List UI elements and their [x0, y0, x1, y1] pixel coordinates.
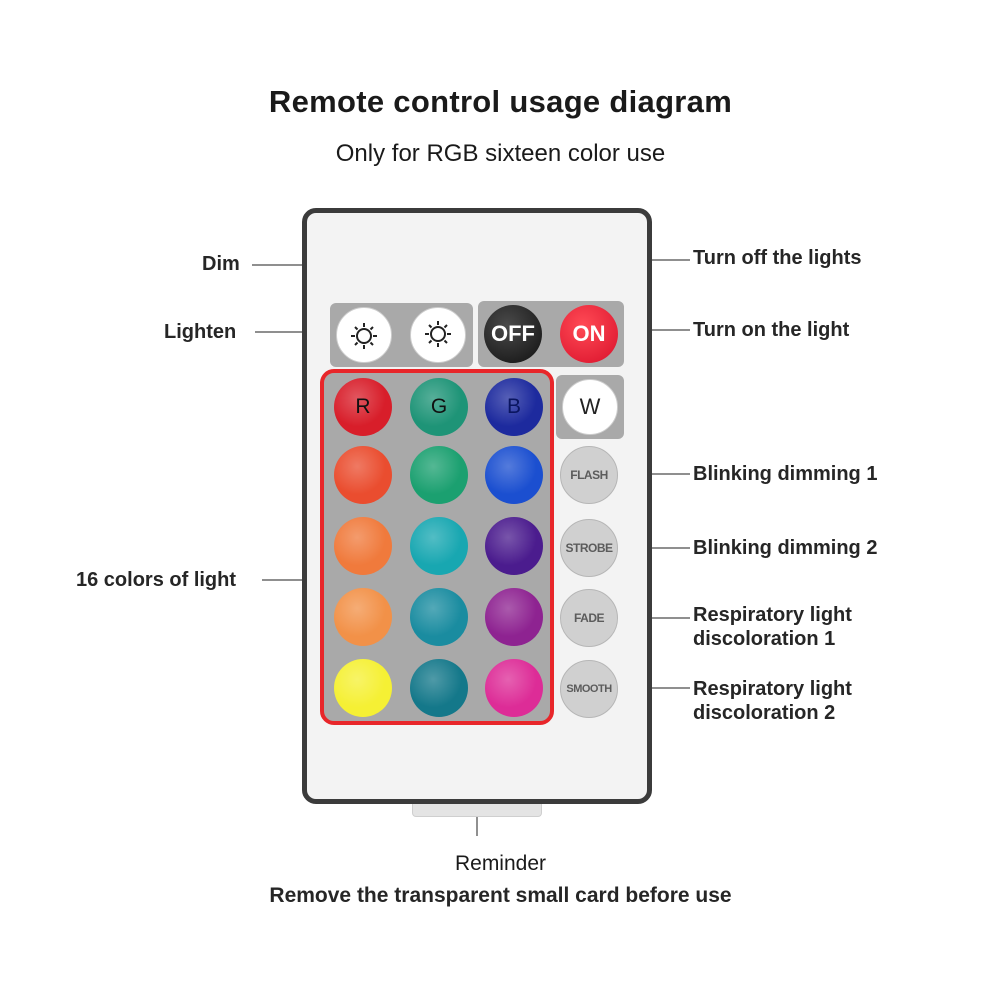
on-light-label: Turn on the light	[693, 318, 849, 342]
dim-button[interactable]	[410, 307, 466, 363]
strobe-callout-label: Blinking dimming 2	[693, 536, 877, 560]
on-button-label: ON	[573, 321, 606, 347]
smooth-callout-label-line2: discoloration 2	[693, 701, 835, 725]
reminder-title: Reminder	[0, 852, 1001, 876]
fade-button[interactable]: FADE	[560, 589, 618, 647]
dim-label: Dim	[202, 252, 240, 276]
fade-callout-label-line1: Respiratory light	[693, 603, 852, 627]
white-button-label: W	[580, 394, 601, 420]
strobe-button-label: STROBE	[565, 541, 612, 555]
off-button-label: OFF	[491, 321, 535, 347]
reminder-note: Remove the transparent small card before…	[0, 884, 1001, 908]
flash-button[interactable]: FLASH	[560, 446, 618, 504]
fade-callout-label-line2: discoloration 1	[693, 627, 835, 651]
lighten-label: Lighten	[164, 320, 236, 344]
transparent-card-tab	[412, 804, 542, 817]
lighten-button[interactable]	[336, 307, 392, 363]
fade-button-label: FADE	[574, 611, 604, 625]
strobe-button[interactable]: STROBE	[560, 519, 618, 577]
flash-callout-label: Blinking dimming 1	[693, 462, 877, 486]
smooth-callout-label-line1: Respiratory light	[693, 677, 852, 701]
flash-button-label: FLASH	[570, 468, 608, 482]
off-button[interactable]: OFF	[484, 305, 542, 363]
on-button[interactable]: ON	[560, 305, 618, 363]
smooth-button[interactable]: SMOOTH	[560, 660, 618, 718]
colors-callout-label: 16 colors of light	[76, 568, 236, 592]
sun-down-icon	[421, 318, 455, 352]
white-button[interactable]: W	[562, 379, 618, 435]
off-lights-label: Turn off the lights	[693, 246, 862, 270]
colors-highlight-frame	[320, 369, 554, 725]
smooth-button-label: SMOOTH	[566, 683, 611, 695]
sun-up-icon	[347, 318, 381, 352]
